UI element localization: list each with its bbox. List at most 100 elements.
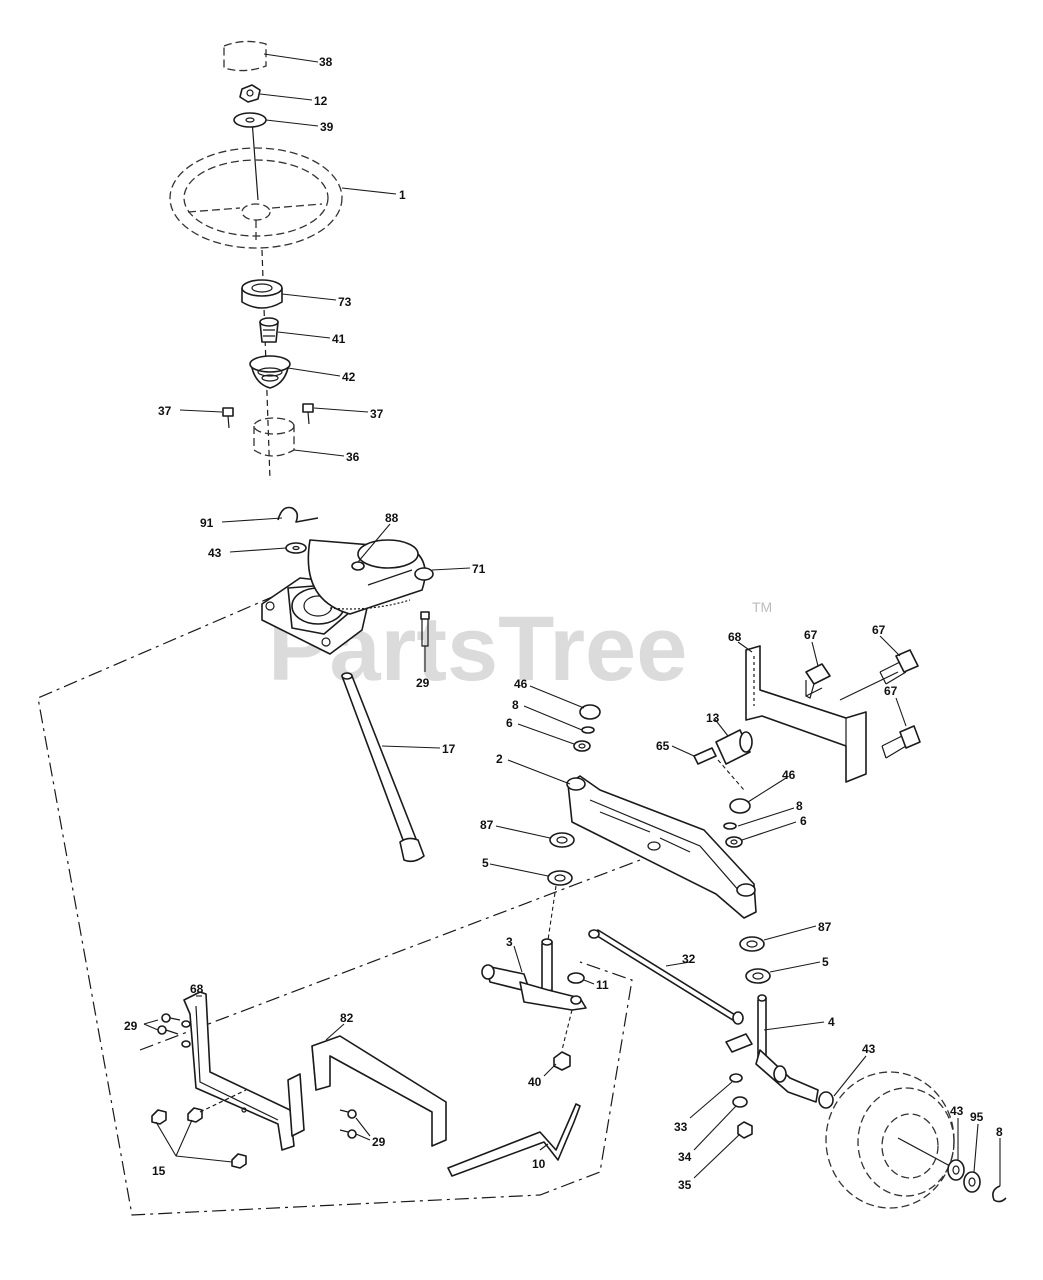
washer-right bbox=[725, 836, 743, 848]
leader-8a bbox=[523, 705, 583, 731]
leader-6b bbox=[741, 821, 797, 841]
leader-5b bbox=[769, 961, 821, 973]
callout-5-left: 5 bbox=[482, 856, 489, 870]
callout-68-upper: 68 bbox=[728, 630, 742, 644]
callout-42: 42 bbox=[342, 370, 356, 384]
bracket-bolt-2 bbox=[879, 649, 919, 685]
leader-3 bbox=[513, 945, 523, 973]
callout-8-wheel: 8 bbox=[996, 1125, 1003, 1139]
leader-67b bbox=[879, 635, 901, 657]
leader-39 bbox=[265, 119, 319, 127]
callout-6-right: 6 bbox=[800, 814, 807, 828]
steering-shaft bbox=[341, 672, 425, 863]
steering-gear-assembly bbox=[261, 539, 434, 655]
leader-4 bbox=[763, 1021, 825, 1031]
leader-65 bbox=[671, 745, 695, 757]
callout-15: 15 bbox=[152, 1164, 166, 1178]
bracket-bolt-3 bbox=[881, 725, 921, 759]
callout-41: 41 bbox=[332, 332, 346, 346]
leader-38 bbox=[263, 53, 319, 63]
wheel-spacer bbox=[963, 1171, 981, 1193]
callout-8-left: 8 bbox=[512, 698, 519, 712]
callout-6-left: 6 bbox=[506, 716, 513, 730]
callout-82: 82 bbox=[340, 1011, 354, 1025]
leader-29b bbox=[143, 1019, 159, 1025]
leader-6a bbox=[517, 723, 575, 745]
callout-29-upper: 29 bbox=[416, 676, 430, 690]
callout-8-right: 8 bbox=[796, 799, 803, 813]
callout-95: 95 bbox=[970, 1110, 984, 1124]
hex-nut-2 bbox=[187, 1107, 203, 1123]
leader-15a bbox=[155, 1121, 177, 1157]
callout-71: 71 bbox=[472, 562, 486, 576]
leader-29c bbox=[355, 1117, 371, 1137]
leader-43a bbox=[229, 547, 287, 553]
bracket-screw-2 bbox=[157, 1025, 179, 1035]
nut-axis bbox=[199, 1089, 247, 1113]
leader-67c bbox=[895, 697, 907, 727]
shaft-centerline bbox=[251, 119, 259, 201]
spindle-spacer bbox=[729, 1073, 743, 1083]
tie-rod bbox=[588, 929, 744, 1025]
hex-nut-1 bbox=[151, 1109, 167, 1125]
callout-46-left: 46 bbox=[514, 677, 528, 691]
leader-36 bbox=[293, 449, 345, 457]
front-wheel bbox=[825, 1071, 955, 1209]
screw-right bbox=[302, 403, 314, 425]
steering-washer bbox=[233, 112, 267, 128]
leader-35 bbox=[693, 1133, 741, 1179]
bearing-left bbox=[547, 870, 573, 886]
callout-65: 65 bbox=[656, 739, 670, 753]
watermark-trademark: TM bbox=[752, 599, 772, 615]
screw-left bbox=[222, 407, 234, 429]
callout-46-right: 46 bbox=[782, 768, 796, 782]
leader-95 bbox=[973, 1123, 979, 1173]
leader-33 bbox=[689, 1081, 733, 1119]
callout-68-lower: 68 bbox=[190, 982, 204, 996]
callout-37-left: 37 bbox=[158, 404, 172, 418]
leader-12 bbox=[259, 93, 313, 101]
dust-cap-right bbox=[729, 798, 751, 814]
leader-87a bbox=[495, 825, 551, 839]
callout-88: 88 bbox=[385, 511, 399, 525]
callout-12: 12 bbox=[314, 94, 328, 108]
support-bracket bbox=[287, 1035, 447, 1147]
leader-32 bbox=[665, 961, 691, 967]
axle-washer bbox=[818, 1091, 834, 1109]
callout-11: 11 bbox=[596, 978, 609, 992]
leader-40 bbox=[543, 1063, 557, 1077]
support-screw-2 bbox=[339, 1129, 357, 1139]
steering-adapter bbox=[259, 317, 279, 343]
front-axle bbox=[566, 775, 757, 919]
leader-37a bbox=[179, 409, 223, 413]
leader-43b bbox=[833, 1055, 867, 1097]
leader-15b bbox=[175, 1119, 193, 1157]
steering-cap bbox=[223, 40, 267, 72]
washer-left bbox=[573, 740, 591, 752]
callout-43-upper: 43 bbox=[208, 546, 222, 560]
e-ring-left bbox=[581, 726, 595, 734]
bearing-right bbox=[745, 968, 771, 984]
leader-1 bbox=[341, 187, 397, 195]
callout-38: 38 bbox=[319, 55, 333, 69]
callout-87-right: 87 bbox=[818, 920, 832, 934]
dust-cap-left bbox=[579, 704, 601, 720]
callout-29-lower: 29 bbox=[372, 1135, 386, 1149]
steering-nut bbox=[239, 84, 261, 103]
bushing-right bbox=[739, 936, 765, 952]
callout-32: 32 bbox=[682, 952, 696, 966]
leader-5a bbox=[489, 863, 549, 877]
leader-8b bbox=[737, 807, 795, 827]
steering-wheel bbox=[169, 147, 343, 249]
leader-67a bbox=[811, 641, 819, 667]
leader-17 bbox=[381, 745, 441, 749]
leader-10 bbox=[539, 1143, 549, 1151]
callout-36: 36 bbox=[346, 450, 360, 464]
callout-87-left: 87 bbox=[480, 818, 494, 832]
callout-43-spindle: 43 bbox=[862, 1042, 876, 1056]
axle-mount-bracket bbox=[745, 645, 867, 783]
pivot-pin bbox=[693, 747, 717, 765]
spindle-nut bbox=[553, 1051, 571, 1071]
leader-11 bbox=[583, 979, 595, 985]
callout-73: 73 bbox=[338, 295, 352, 309]
